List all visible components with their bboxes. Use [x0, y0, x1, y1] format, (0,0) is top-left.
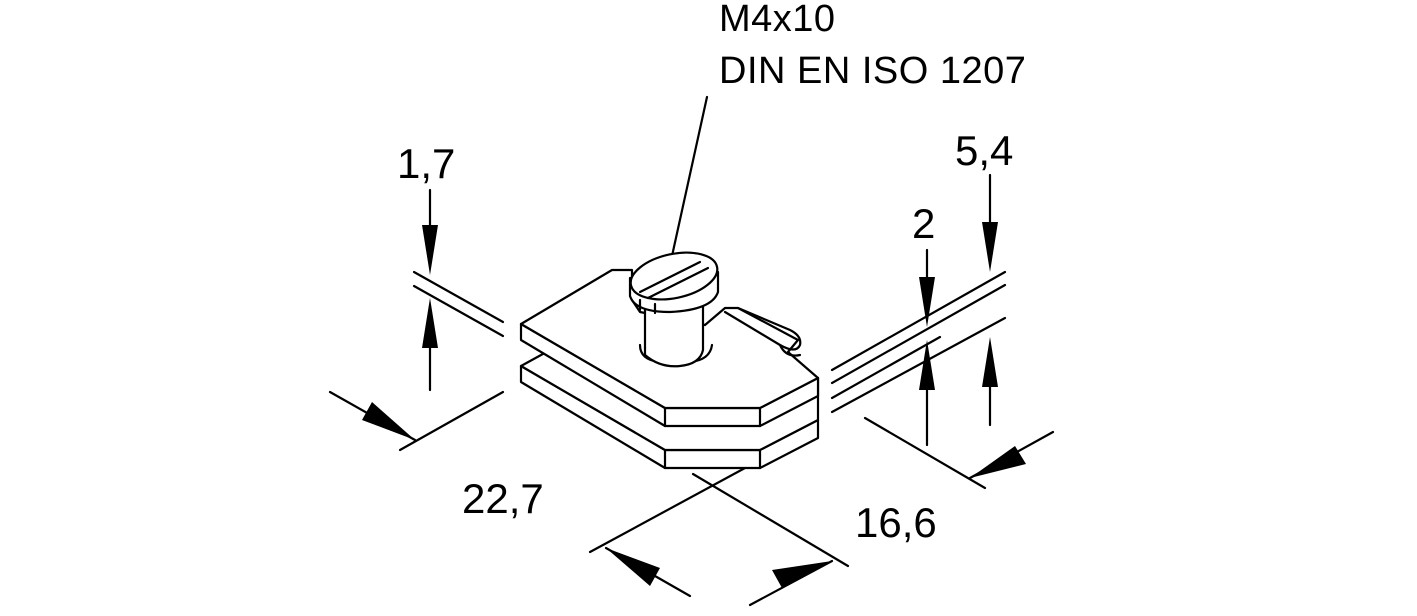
dim-label-gap: 2 — [912, 200, 936, 247]
screw-slot-2 — [646, 266, 710, 300]
arrow-down-left — [422, 225, 438, 275]
screw — [628, 251, 720, 368]
dim-right-heights-group — [830, 173, 1007, 447]
arrow-16-6 — [970, 446, 1026, 478]
arrow-up-2 — [919, 340, 935, 390]
arrow-down-2 — [919, 277, 935, 327]
ext-line-bottom-right — [691, 472, 850, 568]
arrow-bottom-right — [772, 561, 832, 588]
screw-shank — [643, 298, 705, 368]
arrow-down-5-4 — [982, 222, 998, 272]
dim-1-7-group — [412, 188, 505, 392]
ext-line-22-7 — [398, 390, 505, 452]
screw-slot-1 — [638, 260, 702, 294]
ext-line-right-2 — [830, 283, 1007, 385]
ext-line-right-3 — [830, 335, 942, 400]
ext-line-16-6 — [863, 416, 987, 490]
dim-label-plate-thickness: 1,7 — [397, 140, 456, 187]
plate-slot — [723, 306, 802, 351]
arrow-up-5-4 — [982, 337, 998, 387]
dim-bottom-group — [588, 466, 850, 607]
leader-line-screw — [670, 95, 709, 258]
dim-label-width: 16,6 — [855, 499, 937, 546]
plate-slot-edge — [778, 343, 802, 357]
standard-spec-label: DIN EN ISO 1207 — [719, 50, 1027, 92]
ext-line-right-1 — [830, 270, 1007, 372]
dim-label-length: 22,7 — [462, 475, 544, 522]
arrow-up-left — [422, 298, 438, 348]
arrow-22-7-left — [362, 402, 415, 440]
ext-line-left-top — [412, 270, 505, 324]
dim-16-6-group — [863, 416, 1055, 490]
arrow-bottom-left — [606, 548, 660, 586]
ext-line-bottom-left — [588, 466, 747, 554]
ext-line-left-bottom — [412, 284, 505, 338]
dim-label-total-height: 5,4 — [955, 127, 1014, 174]
dim-22-7-group — [328, 390, 505, 452]
ext-line-right-4 — [830, 316, 1007, 414]
thread-spec-label: M4x10 — [719, 0, 836, 40]
